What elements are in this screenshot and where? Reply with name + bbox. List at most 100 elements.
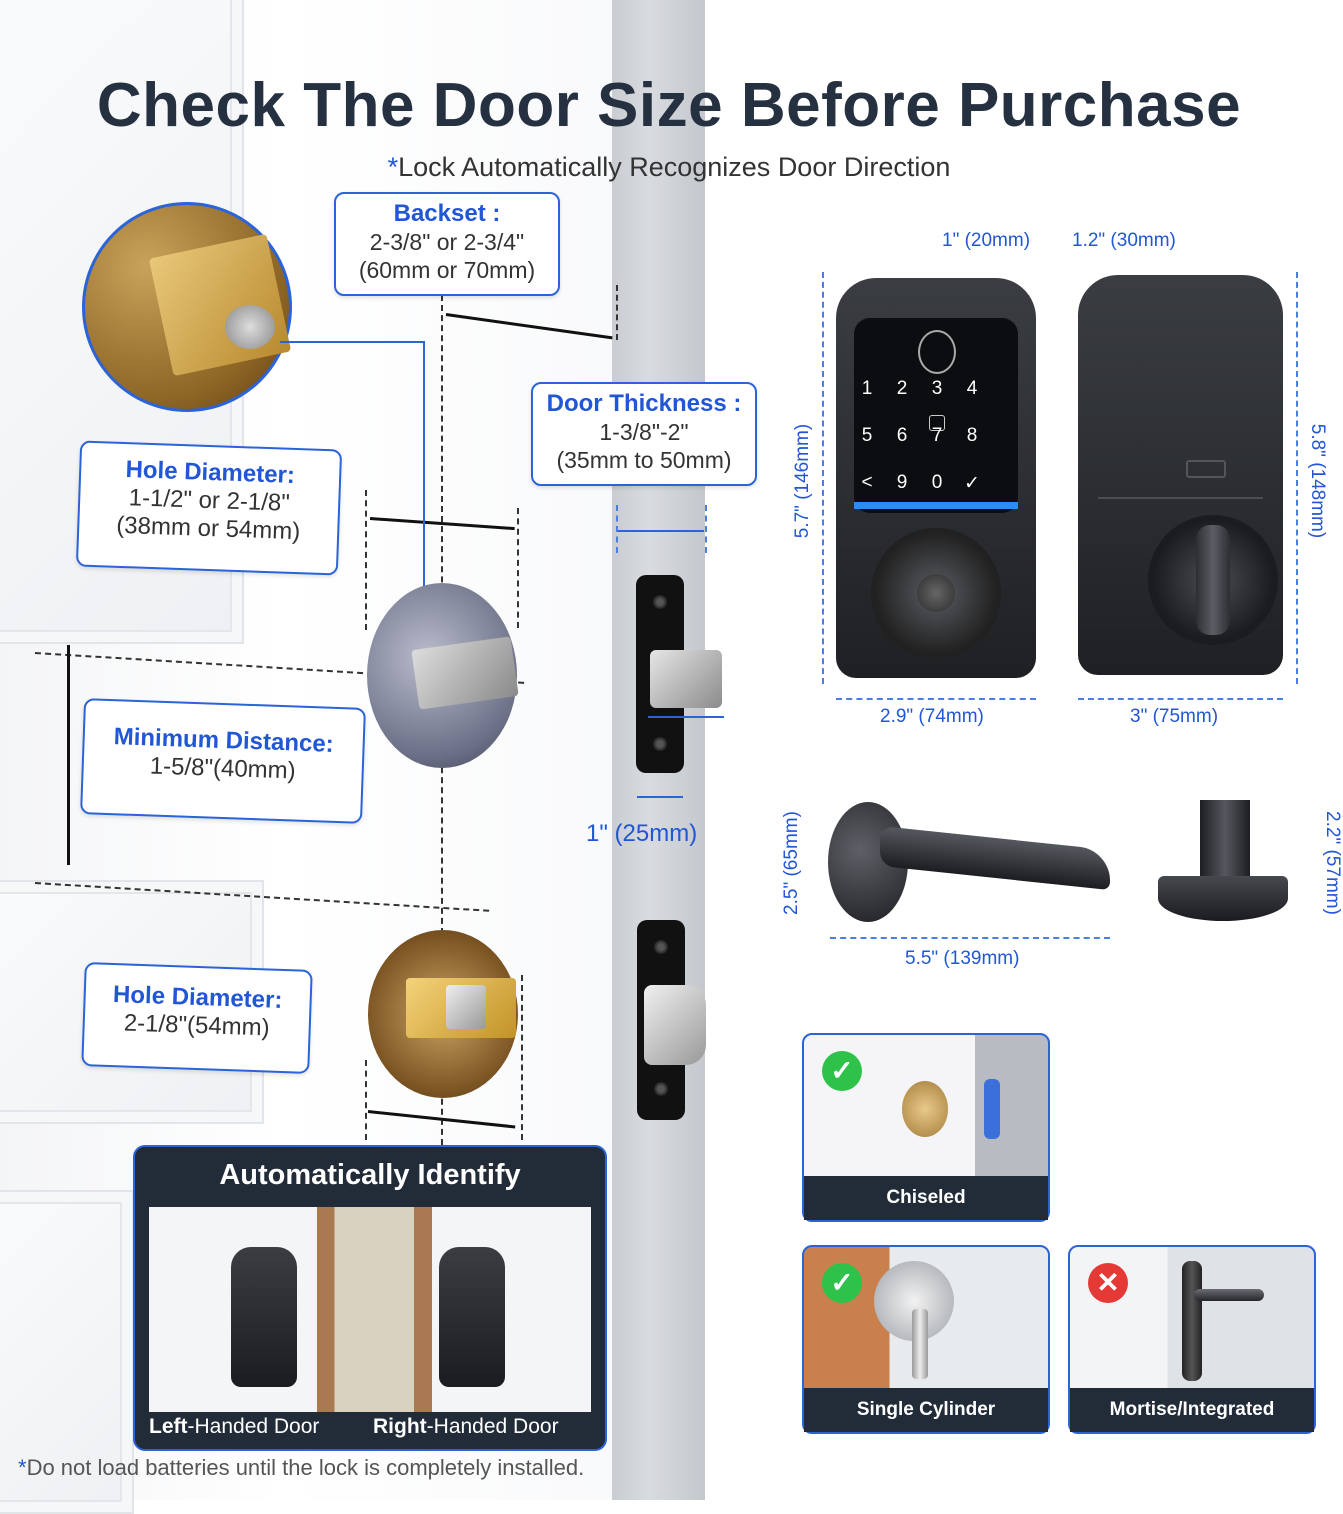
edge-latch-bolt — [446, 985, 486, 1029]
cross-icon: ✕ — [1088, 1263, 1128, 1303]
key-confirm: ✓ — [964, 473, 980, 494]
key-5: 5 — [861, 425, 873, 446]
thickness-guide-left — [616, 505, 618, 553]
key-9: 9 — [896, 472, 908, 493]
single-cylinder-label: Single Cylinder — [804, 1388, 1048, 1432]
edge-bore-circle — [368, 930, 518, 1098]
door-edge-guide-top — [616, 285, 618, 340]
key-2: 2 — [896, 378, 908, 399]
left-rest: -Handed Door — [187, 1415, 320, 1438]
latch-travel-arrow — [648, 716, 724, 718]
lock-front-body — [836, 278, 1036, 678]
zoom-connector-vertical — [423, 341, 425, 641]
screw-icon — [654, 940, 668, 954]
nfc-icon — [929, 415, 945, 431]
thumbturn-rose — [1148, 515, 1278, 645]
right-door-lock — [439, 1247, 505, 1387]
left-door-lock — [231, 1247, 297, 1387]
screw-icon — [653, 595, 667, 609]
lever-length-guide — [830, 937, 1110, 939]
hole-diameter-1-label: Hole Diameter: 1-1/2" or 2-1/8" (38mm or… — [75, 440, 343, 576]
minimum-distance-label: Minimum Distance: 1-5/8"(40mm) — [80, 698, 366, 824]
thumbturn-icon — [1196, 525, 1230, 635]
page-subtitle: *Lock Automatically Recognizes Door Dire… — [0, 152, 1338, 183]
hole-diameter-2-label: Hole Diameter: 2-1/8"(54mm) — [81, 962, 313, 1074]
key-icon — [912, 1309, 928, 1379]
door-thickness-line2: (35mm to 50mm) — [556, 447, 732, 473]
latch-bolt-top — [650, 650, 722, 708]
left-bold: Left — [149, 1415, 188, 1438]
spindle-body — [1200, 800, 1250, 880]
single-cylinder-card: ✓ Single Cylinder — [802, 1245, 1050, 1434]
footnote: *Do not load batteries until the lock is… — [18, 1455, 584, 1481]
latch-zoom-circle — [82, 202, 292, 412]
back-width-label: 3" (75mm) — [1130, 706, 1219, 727]
footnote-text: Do not load batteries until the lock is … — [26, 1455, 585, 1480]
key-4: 4 — [966, 378, 978, 399]
keycylinder-rose — [871, 528, 1001, 658]
auto-identify-title: Automatically Identify — [219, 1159, 521, 1191]
door-panel-bottom — [0, 1190, 134, 1514]
key-8: 8 — [966, 425, 978, 446]
keypad-backlight — [854, 502, 1018, 509]
back-height-guide — [1296, 272, 1298, 684]
check-icon: ✓ — [822, 1263, 862, 1303]
fingerprint-icon — [918, 330, 956, 374]
chiseled-hole — [902, 1081, 948, 1137]
spindle-height-label: 2.2" (57mm) — [1322, 811, 1343, 915]
key-3: 3 — [931, 378, 943, 399]
front-width-guide — [836, 698, 1036, 700]
auto-identify-image — [149, 1207, 591, 1412]
backset-line2: (60mm or 70mm) — [358, 257, 536, 283]
hole-guide-right — [517, 508, 519, 628]
thickness-guide-right — [705, 505, 707, 553]
mortise-plate — [1182, 1261, 1202, 1381]
door-thickness-line1: 1-3/8"-2" — [599, 419, 689, 445]
key-6: 6 — [896, 425, 908, 446]
key-7: 7 — [931, 425, 943, 446]
backset-label: Backset : 2-3/8" or 2-3/4" (60mm or 70mm… — [334, 192, 560, 296]
front-height-label: 5.7" (146mm) — [792, 423, 813, 539]
key-1: 1 — [861, 378, 873, 399]
right-handed-door-label: Right-Handed Door — [373, 1415, 559, 1439]
hole-guide-left — [365, 490, 367, 630]
lock-back-body — [1078, 275, 1283, 675]
backset-line1: 2-3/8" or 2-3/4" — [369, 229, 525, 255]
hole2-guide-left — [365, 1060, 367, 1140]
thickness-arrow — [618, 530, 704, 532]
front-height-guide — [822, 272, 824, 684]
battery-slot — [1186, 460, 1226, 478]
battery-cover-seam — [1098, 497, 1263, 499]
chiseled-latch-slot — [984, 1079, 1000, 1139]
lever-height-label: 2.5" (65mm) — [781, 811, 802, 915]
latch-bolt-silver — [225, 305, 275, 349]
hole2-guide-right — [521, 975, 523, 1140]
latch-plate-gold — [148, 233, 292, 377]
latch-width-label: 1" (25mm) — [586, 820, 698, 847]
lever-length-label: 5.5" (139mm) — [905, 948, 1020, 969]
lever-handle — [880, 825, 1110, 891]
door-thickness-title: Door Thickness : — [546, 390, 742, 417]
subtitle-text: Lock Automatically Recognizes Door Direc… — [398, 152, 951, 182]
key-back: < — [861, 472, 873, 493]
door-thickness-label: Door Thickness : 1-3/8"-2" (35mm to 50mm… — [531, 382, 757, 486]
mortise-card: ✕ Mortise/Integrated — [1068, 1245, 1316, 1434]
mortise-label: Mortise/Integrated — [1070, 1388, 1314, 1432]
right-bold: Right — [373, 1415, 427, 1438]
spindle-base — [1158, 876, 1288, 921]
subtitle-star: * — [387, 152, 399, 182]
back-depth-label: 1.2" (30mm) — [1072, 230, 1176, 251]
backset-title: Backset : — [393, 200, 501, 227]
mortise-lever — [1194, 1289, 1264, 1301]
right-rest: -Handed Door — [426, 1415, 559, 1438]
front-depth-label: 1" (20mm) — [942, 230, 1031, 251]
screw-icon — [654, 1082, 668, 1096]
latch-width-arrow — [637, 796, 683, 798]
check-icon: ✓ — [822, 1051, 862, 1091]
min-distance-arrow — [67, 645, 70, 865]
keypad-panel — [854, 318, 1018, 513]
back-width-guide — [1078, 698, 1283, 700]
left-handed-door-label: Left-Handed Door — [149, 1415, 319, 1439]
footnote-star: * — [18, 1455, 27, 1480]
front-width-label: 2.9" (74mm) — [880, 706, 984, 727]
